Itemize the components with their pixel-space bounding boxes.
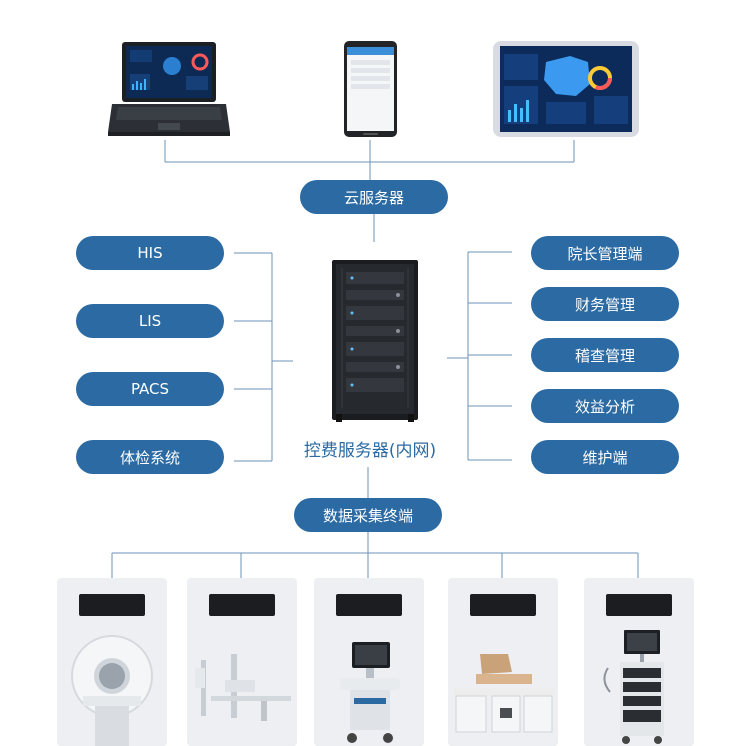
tablet-dashboard-icon (493, 41, 639, 137)
data-collector-node[interactable]: 数据采集终端 (294, 498, 442, 532)
laptop-dashboard-icon (108, 42, 230, 136)
server-rack-icon (332, 260, 418, 422)
central-server-label: 控费服务器(内网) (303, 441, 437, 461)
equipment-card-endoscopy[interactable] (584, 578, 694, 746)
function-benefit-analysis[interactable]: 效益分析 (531, 389, 679, 423)
function-director-portal[interactable]: 院长管理端 (531, 236, 679, 270)
endoscopy-tower-icon (603, 630, 664, 744)
terminal-box-icon (470, 594, 536, 616)
dr-xray-icon (195, 654, 291, 721)
system-pacs[interactable]: PACS (76, 372, 224, 406)
equipment-card-ultrasound[interactable] (314, 578, 424, 746)
terminal-box-icon (209, 594, 275, 616)
terminal-box-icon (606, 594, 672, 616)
equipment-card-dr[interactable] (187, 578, 297, 746)
system-his[interactable]: HIS (76, 236, 224, 270)
cloud-server-node[interactable]: 云服务器 (300, 180, 448, 214)
equipment-card-dental[interactable] (448, 578, 558, 746)
system-lis[interactable]: LIS (76, 304, 224, 338)
terminal-box-icon (79, 594, 145, 616)
terminal-box-icon (336, 594, 402, 616)
dental-chair-icon (454, 654, 554, 733)
ultrasound-machine-icon (340, 642, 400, 743)
function-audit[interactable]: 稽查管理 (531, 338, 679, 372)
ct-scanner-icon (71, 635, 153, 746)
equipment-card-ct[interactable] (57, 578, 167, 746)
system-physical-exam[interactable]: 体检系统 (76, 440, 224, 474)
function-maintenance[interactable]: 维护端 (531, 440, 679, 474)
function-finance[interactable]: 财务管理 (531, 287, 679, 321)
smartphone-app-icon (344, 41, 397, 137)
